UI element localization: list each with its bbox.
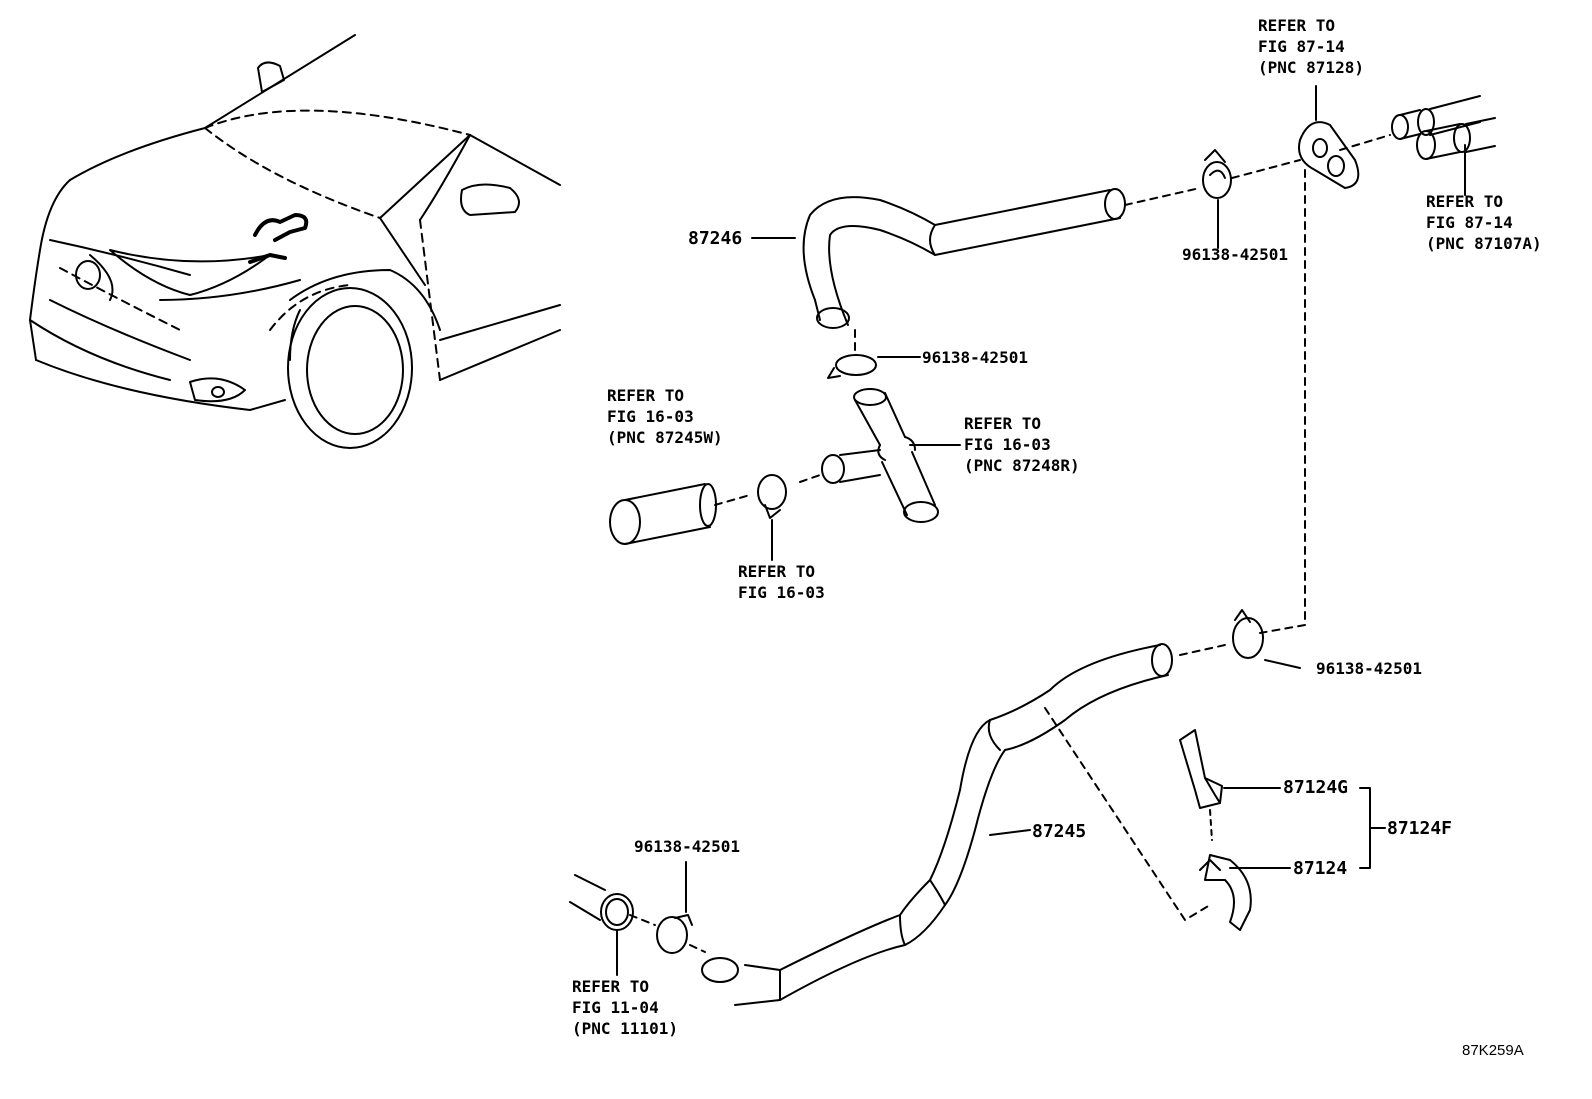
hose-87245w [609,483,717,545]
part-label-clamp-lower-left: 96138-42501 [634,837,740,856]
part-label-87245: 87245 [1032,821,1087,842]
part-label-87124: 87124 [1293,858,1348,879]
clamp-top-right [1202,149,1232,199]
part-label-clamp-lower-right: 96138-42501 [1316,659,1422,678]
clamp-lower-right [1232,609,1264,659]
part-label-87124f: 87124F [1387,818,1453,839]
hose-87246 [802,188,1126,329]
clamp-lower-left [656,914,693,954]
pipe-11101 [569,874,634,931]
clamp-87124-set [1179,729,1252,931]
part-label-87124g: 87124G [1283,777,1349,798]
clamp-mid-left [757,474,787,519]
part-label-clamp-top-right: 96138-42501 [1182,245,1288,264]
figure-id: 87K259A [1462,1042,1524,1059]
grommet [1298,121,1360,189]
part-label-clamp-upper-mid: 96138-42501 [922,348,1028,367]
part-label-87246: 87246 [688,228,743,249]
vehicle-illustration [29,34,561,449]
hose-87245 [701,643,1173,1006]
clamp-upper-mid [827,354,877,379]
tee-joint [821,388,939,523]
connector-pipes-right [1391,95,1496,160]
